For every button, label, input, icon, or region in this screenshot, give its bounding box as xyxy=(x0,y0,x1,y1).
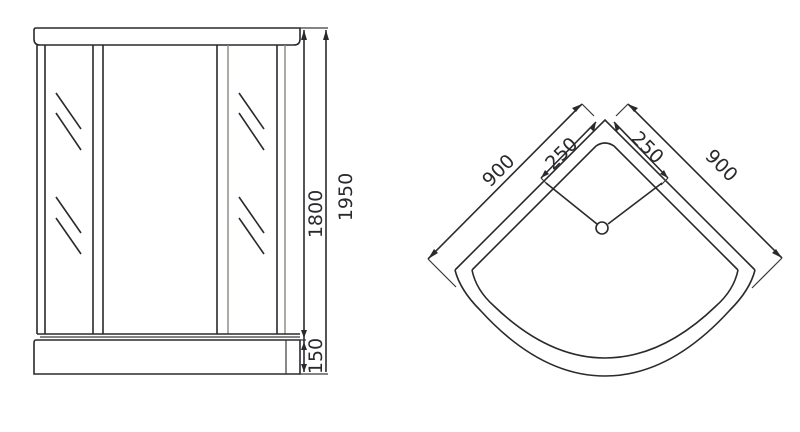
height-dimension-lines xyxy=(300,27,329,375)
inner-tray-edge xyxy=(471,142,739,271)
outer-tray-arc xyxy=(454,269,756,377)
outer-dimension-lines xyxy=(427,103,783,289)
door-height-label: 1800 xyxy=(305,190,327,238)
right-width-label: 900 xyxy=(701,145,742,186)
inner-tray-arc xyxy=(471,269,739,359)
glass-reflection-icon xyxy=(55,92,82,255)
tray-base xyxy=(33,339,301,375)
outer-tray-edge xyxy=(454,118,756,271)
left-width-label: 900 xyxy=(478,150,519,191)
right-offset-label: 250 xyxy=(627,127,668,168)
panel-offset-dimension-lines xyxy=(540,121,669,186)
total-height-label: 1950 xyxy=(335,173,357,221)
drain-guide-left xyxy=(545,182,598,225)
drain-guide-right xyxy=(607,182,663,225)
glass-reflection-icon xyxy=(238,92,265,255)
front-elevation: 1800 1950 150 xyxy=(33,27,357,375)
drain-icon xyxy=(595,221,609,235)
tray-height-label: 150 xyxy=(305,338,327,374)
plan-view: 900 900 250 250 xyxy=(427,103,783,377)
top-frame xyxy=(33,27,301,46)
